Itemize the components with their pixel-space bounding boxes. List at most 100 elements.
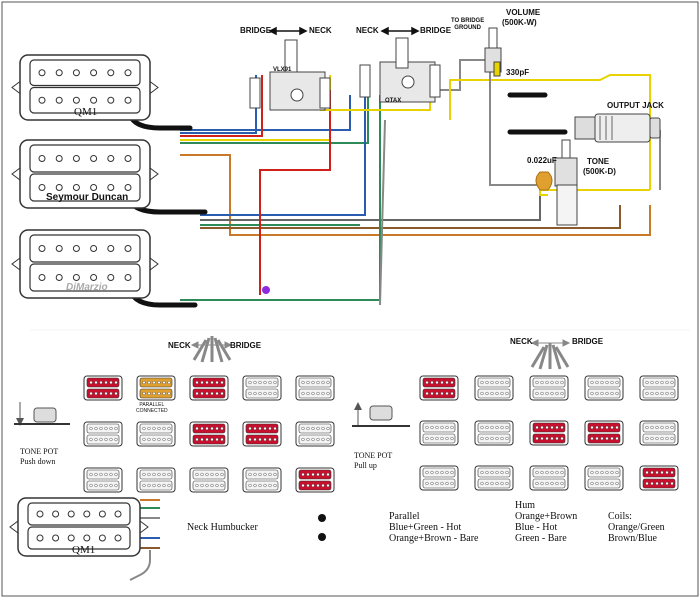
wire-blue-3 — [200, 95, 366, 216]
volume-title: VOLUME — [506, 8, 541, 17]
tone-down-pickup-r1-c4 — [242, 375, 282, 401]
switch-right-model: OTAX — [385, 98, 402, 104]
tone-down-grid — [83, 375, 335, 493]
tone-value: (500K-D) — [583, 167, 616, 176]
switch-left-bridge-label: BRIDGE — [240, 26, 272, 35]
tone-down-pickup-r2-c3 — [189, 421, 229, 447]
legend-neck-humbucker: Neck Humbucker — [187, 522, 258, 533]
wire-blue — [180, 95, 351, 131]
legend-coils-line2: Brown/Blue — [608, 533, 657, 544]
selector-arrow-left — [190, 341, 233, 349]
tone-capacitor — [535, 171, 553, 191]
wire-orange — [180, 154, 651, 236]
tone-down-pickup-r3-c2 — [136, 467, 176, 493]
legend-pickup-qm1 — [9, 497, 149, 557]
tone-down-pickup-r1-c1 — [83, 375, 123, 401]
legend-hum-line2: Blue - Hot — [515, 522, 558, 533]
tone-up-pickup-r1-c3 — [529, 375, 569, 401]
pickup-brand-qm1: QM1 — [74, 106, 98, 118]
bridge-ground-label: TO BRIDGE GROUND — [451, 18, 485, 31]
pickup-neck-qm1 — [11, 54, 159, 121]
switch-right-neck-label: NECK — [356, 26, 379, 35]
selector-knob-right — [530, 343, 570, 370]
tone-down-pickup-r1-c5 — [295, 375, 335, 401]
legend-parallel-title: Parallel — [389, 511, 420, 522]
legend-dot-1 — [318, 514, 326, 522]
tone-down-pickup-r3-c3 — [189, 467, 229, 493]
tone-up-pickup-r3-c1 — [419, 465, 459, 491]
pickups — [11, 54, 159, 299]
tone-up-pickup-r1-c5 — [639, 375, 679, 401]
tone-up-pickup-r2-c5 — [639, 420, 679, 446]
pull-up-pot-icon — [352, 402, 410, 427]
wire-grey-2 — [489, 70, 545, 186]
tone-up-subtitle: Pull up — [354, 461, 377, 470]
parallel-connected-note: PARALLEL CONNECTED — [136, 402, 168, 414]
switch-right-bridge-label: BRIDGE — [420, 26, 452, 35]
legend-coils-title: Coils: — [608, 511, 632, 522]
wire-green-1 — [180, 85, 369, 144]
legend-wires — [129, 499, 160, 581]
tone-up-pickup-r3-c3 — [529, 465, 569, 491]
wire-grey — [200, 195, 541, 221]
tone-up-pickup-r3-c4 — [584, 465, 624, 491]
tone-up-pickup-r1-c2 — [474, 375, 514, 401]
tone-up-title: TONE POT — [354, 451, 393, 460]
switch-left — [249, 39, 331, 111]
output-jack — [574, 113, 661, 143]
legend-hum-line3: Green - Bare — [515, 533, 567, 544]
tone-up-pickup-r3-c5 — [639, 465, 679, 491]
tone-down-pickup-r2-c4 — [242, 421, 282, 447]
tone-down-pickup-r1-c3 — [189, 375, 229, 401]
tone-up-pickup-r3-c2 — [474, 465, 514, 491]
wire-bare — [379, 119, 386, 306]
tone-up-grid — [419, 375, 679, 491]
wire-red — [180, 75, 263, 137]
tone-up-bridge-label: BRIDGE — [572, 337, 604, 346]
purple-capacitor — [262, 286, 270, 294]
legend-pickup-brand: QM1 — [72, 544, 96, 556]
wire-brown — [200, 205, 621, 229]
tone-down-pickup-r2-c5 — [295, 421, 335, 447]
wires — [180, 59, 661, 306]
wire-red-2 — [259, 90, 331, 295]
output-jack-label: OUTPUT JACK — [607, 101, 664, 110]
legend-hum-line1: Orange+Brown — [515, 511, 578, 522]
legend-parallel-line1: Blue+Green - Hot — [389, 522, 462, 533]
volume-cap-label: 330pF — [506, 68, 530, 77]
pickup-brand-seymour: Seymour Duncan — [46, 192, 129, 203]
tone-down-pickup-r3-c4 — [242, 467, 282, 493]
switch-left-model: VLX91 — [273, 67, 292, 73]
switch-arrows — [268, 26, 420, 36]
tone-up-pickup-r1-c1 — [419, 375, 459, 401]
selector-arrow-right — [530, 339, 571, 347]
wire-yellow-3 — [449, 74, 651, 190]
pickup-middle-seymour — [11, 139, 159, 209]
volume-pot — [484, 27, 502, 77]
tone-down-pickup-r3-c5 — [295, 467, 335, 493]
legend-parallel-line2: Orange+Brown - Bare — [389, 533, 479, 544]
tone-up-pickup-r2-c4 — [584, 420, 624, 446]
tone-down-pickup-r2-c1 — [83, 421, 123, 447]
tone-up-pickup-r1-c4 — [584, 375, 624, 401]
tone-up-pickup-r2-c2 — [474, 420, 514, 446]
switch-right — [359, 37, 441, 103]
legend-hum-title: Hum — [515, 500, 535, 511]
selector-knob-left — [192, 336, 232, 363]
tone-cap-label: 0.022uF — [527, 156, 557, 165]
tone-down-pickup-r3-c1 — [83, 467, 123, 493]
tone-down-pickup-r1-c2 — [136, 375, 176, 401]
push-down-pot-icon — [14, 402, 70, 426]
tone-down-pickup-r2-c2 — [136, 421, 176, 447]
legend-coils-line1: Orange/Green — [608, 522, 665, 533]
tone-down-bridge-label: BRIDGE — [230, 341, 262, 350]
pickup-brand-dimarzio: DiMarzio — [66, 282, 108, 293]
tone-up-neck-label: NECK — [510, 337, 533, 346]
tone-pot — [535, 139, 578, 226]
pickup-bridge-dimarzio — [11, 229, 159, 299]
switch-left-neck-label: NECK — [309, 26, 332, 35]
tone-title: TONE — [587, 157, 610, 166]
tone-up-pickup-r2-c3 — [529, 420, 569, 446]
